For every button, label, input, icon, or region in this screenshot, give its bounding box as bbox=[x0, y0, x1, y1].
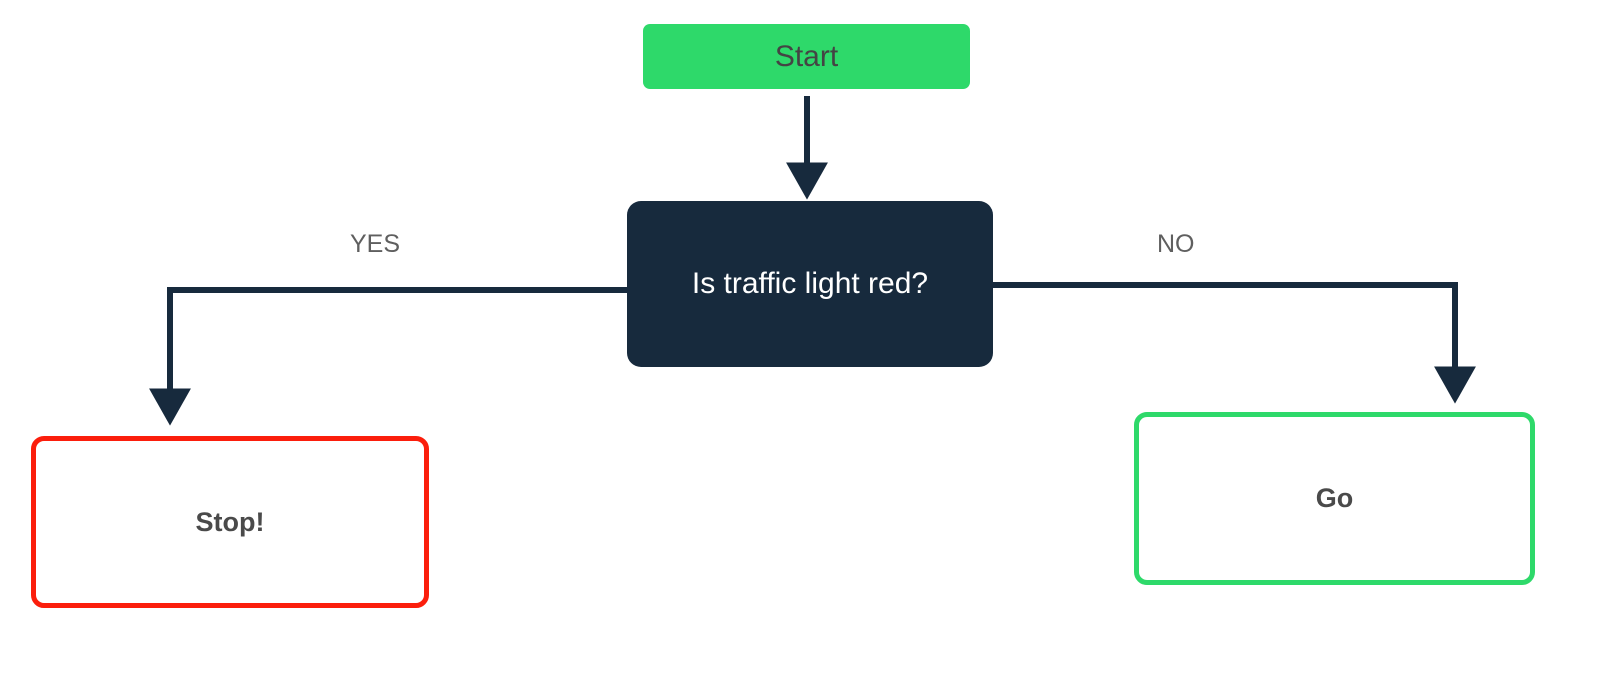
node-start-label: Start bbox=[774, 39, 839, 73]
node-stop[interactable]: Stop! bbox=[31, 436, 429, 608]
edge-label-yes: YES bbox=[350, 230, 401, 258]
node-stop-label: Stop! bbox=[195, 506, 265, 537]
edge-decision-to-stop bbox=[149, 287, 627, 426]
edge-decision-to-go bbox=[993, 282, 1476, 404]
node-decision-is-traffic-light-red[interactable]: Is traffic light red? bbox=[627, 201, 993, 367]
node-go[interactable]: Go bbox=[1134, 412, 1535, 585]
node-start[interactable]: Start bbox=[643, 24, 970, 89]
edge-label-no: NO bbox=[1157, 230, 1195, 258]
node-decision-label: Is traffic light red? bbox=[691, 267, 929, 300]
node-go-label: Go bbox=[1315, 483, 1354, 514]
